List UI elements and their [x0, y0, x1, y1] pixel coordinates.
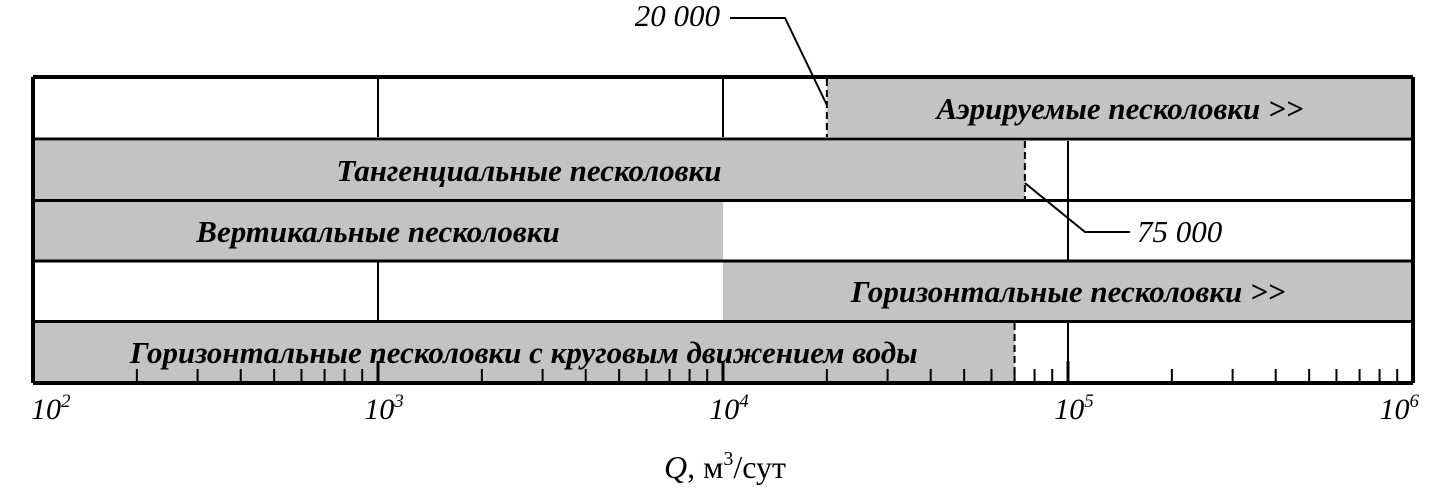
bar-5 — [33, 323, 1015, 381]
bar-label-3: Вертикальные песколовки — [195, 214, 559, 249]
label-layer: Аэрируемые песколовки >> Тангенциальные п… — [129, 91, 1303, 370]
bar-label-4: Горизонтальные песколовки >> — [850, 274, 1286, 309]
grid-layer — [377, 79, 1069, 381]
bar-label-2: Тангенциальные песколовки — [336, 153, 721, 188]
x-axis-title: Q, м3/сут — [664, 448, 786, 485]
bar-4 — [723, 262, 1413, 320]
annotation-leader — [730, 17, 828, 106]
tick-label: 105 — [1054, 391, 1094, 426]
bar-2 — [33, 141, 1025, 199]
x-axis: 102 103 104 105 106 — [31, 361, 1420, 426]
bar-label-5: Горизонтальные песколовки с круговым дви… — [129, 335, 918, 370]
bar-label-1: Аэрируемые песколовки >> — [935, 91, 1304, 126]
tick-label: 102 — [31, 391, 71, 426]
annotation-75000: 75 000 — [1137, 214, 1223, 249]
tick-label: 104 — [709, 391, 749, 426]
bars-layer — [33, 79, 1413, 381]
annotation-20000: 20 000 — [635, 0, 721, 33]
annotations: 20 000 75 000 — [635, 0, 1223, 249]
tick-label: 106 — [1380, 391, 1420, 426]
tick-label: 103 — [364, 391, 404, 426]
bar-1 — [826, 79, 1413, 137]
annotation-leader — [1024, 182, 1130, 233]
bar-3 — [33, 202, 723, 260]
